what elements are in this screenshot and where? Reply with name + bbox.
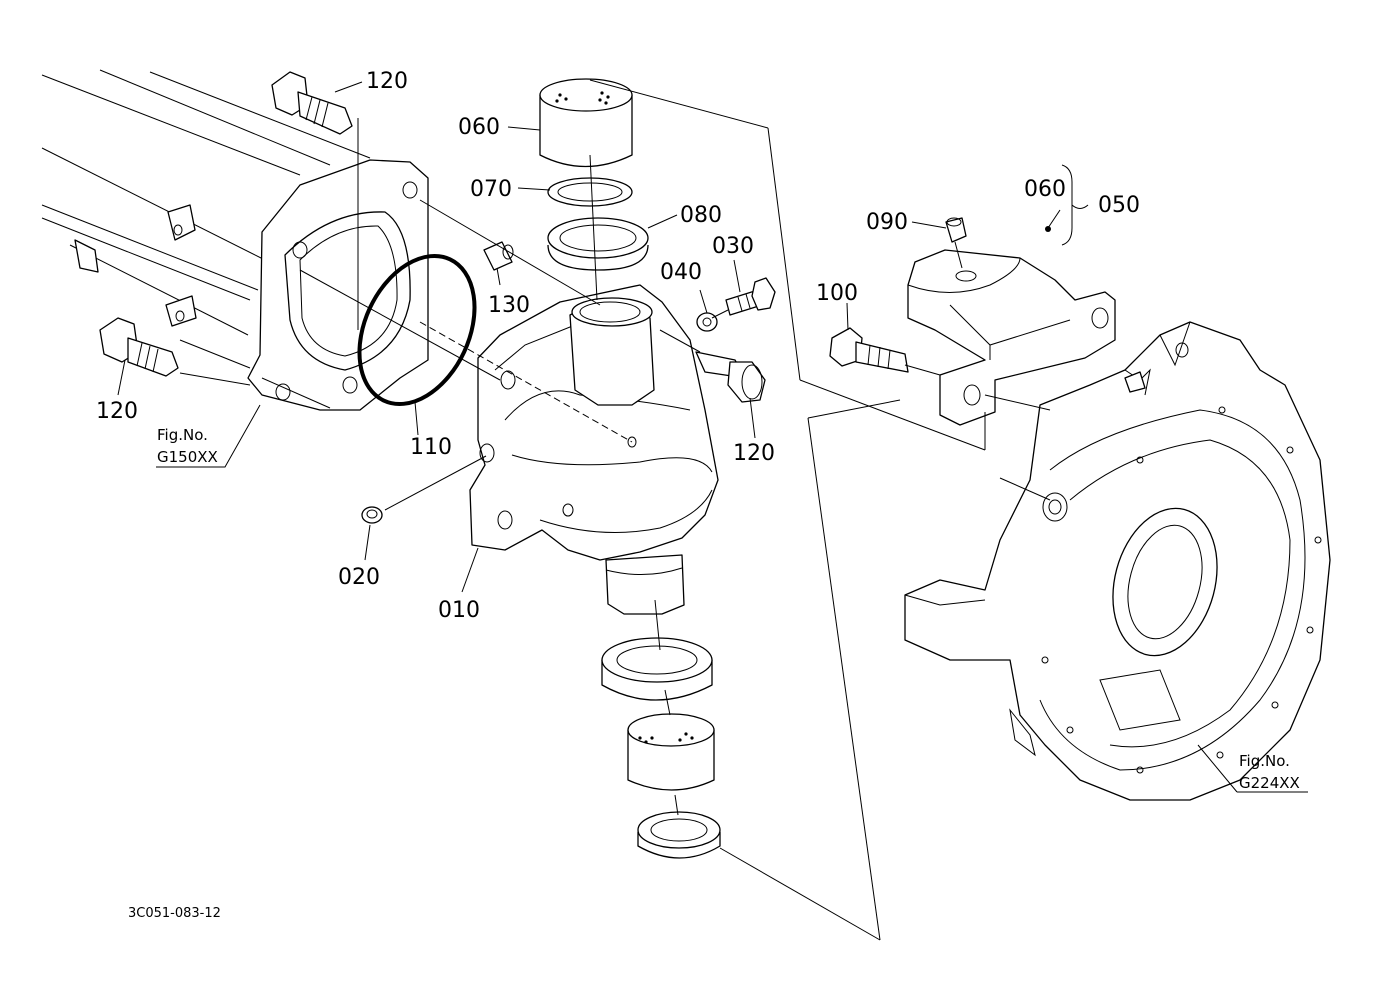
part-label-050: 050	[1098, 193, 1140, 218]
fig-ref-label: Fig.No.	[157, 426, 208, 444]
bushing-060-top	[539, 78, 633, 168]
fig-ref-label: Fig.No.	[1239, 752, 1290, 770]
washer-040	[696, 312, 718, 332]
plug-020	[361, 506, 383, 524]
part-label-010: 010	[438, 598, 480, 623]
part-labels: 120 060 070 080 030 040 130 100 090 060 …	[96, 69, 1140, 623]
bolt-030	[725, 277, 776, 316]
bolt-120-right	[695, 351, 766, 403]
thrust-bearing	[637, 811, 721, 859]
part-label-020: 020	[338, 565, 380, 590]
part-label-120-left: 120	[96, 399, 138, 424]
bolt-120-top	[271, 71, 353, 135]
part-label-040: 040	[660, 260, 702, 285]
axle-flange	[247, 159, 429, 411]
figure-reference-g224xx: Fig.No. G224XX	[1239, 752, 1300, 792]
knuckle-housing-010	[469, 284, 719, 615]
part-label-060-top: 060	[458, 115, 500, 140]
bolt-120-left	[99, 317, 179, 377]
axle-tube	[41, 69, 371, 369]
part-label-070: 070	[470, 177, 512, 202]
part-label-090: 090	[866, 210, 908, 235]
bolt-100	[829, 327, 909, 373]
fig-ref-number: G224XX	[1239, 774, 1300, 792]
assembly-lines	[179, 79, 1051, 941]
front-gear-housing	[904, 321, 1331, 801]
part-label-030: 030	[712, 234, 754, 259]
seal-080	[547, 217, 649, 271]
shim-070	[547, 177, 633, 207]
grease-nipple-090	[945, 217, 967, 243]
bushing-lower	[627, 713, 715, 791]
part-label-130: 130	[488, 293, 530, 318]
figure-reference-g150xx: Fig.No. G150XX	[157, 426, 218, 466]
leader-lines	[117, 81, 1308, 793]
part-label-110: 110	[410, 435, 452, 460]
part-label-060-right: 060	[1024, 177, 1066, 202]
seal-lower	[601, 637, 713, 701]
part-label-100: 100	[816, 281, 858, 306]
knuckle-arm-050	[907, 249, 1116, 426]
drawing-code: 3C051-083-12	[128, 906, 221, 921]
part-label-080: 080	[680, 203, 722, 228]
part-label-120-right: 120	[733, 441, 775, 466]
part-label-120-top: 120	[366, 69, 408, 94]
fig-ref-number: G150XX	[157, 448, 218, 466]
